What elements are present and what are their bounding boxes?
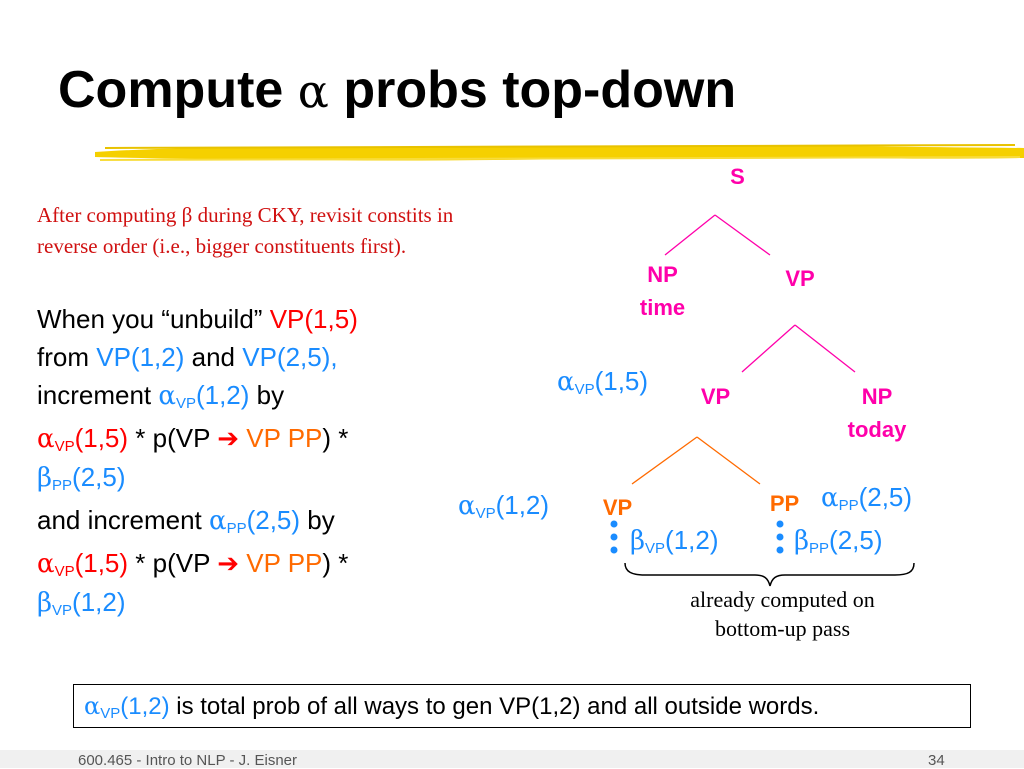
alpha-pp-25-label: αPP(2,5) — [821, 482, 913, 514]
slide-title: Compute α probs top-down — [58, 60, 736, 120]
node-pp-bottom: PP — [769, 491, 800, 516]
edge-vp-np — [794, 324, 856, 373]
footer-bar — [0, 750, 1024, 768]
bottom-up-note: already computed on bottom-up pass — [690, 587, 875, 641]
title-rest: probs top-down — [343, 61, 737, 119]
edge-vp-vp-child — [631, 436, 698, 485]
edge-s-np — [664, 214, 716, 256]
dot-marker — [776, 533, 784, 541]
title-alpha-symbol: α — [297, 64, 329, 118]
dot-marker — [776, 520, 784, 528]
curly-brace — [624, 562, 915, 587]
explanation-text: When you “unbuild” VP(1,5) from VP(1,2) … — [37, 304, 358, 619]
title-word-compute: Compute — [58, 61, 284, 119]
cky-note: After computing β during CKY, revisit co… — [37, 203, 454, 258]
beta-symbol: β — [181, 203, 193, 227]
title-underline-brush — [95, 144, 1024, 161]
node-vp-mid: VP — [700, 384, 731, 409]
alpha-vp-12-label: αVP(1,2) — [458, 490, 550, 522]
beta-pp-25-label: βPP(2,5) — [794, 525, 883, 557]
dot-marker — [610, 546, 618, 554]
page-number: 34 — [928, 752, 945, 769]
dot-marker — [610, 533, 618, 541]
dot-marker — [776, 546, 784, 554]
node-s: S — [730, 164, 745, 189]
node-vp-bottom: VP — [602, 495, 633, 520]
alpha-vp-15-label: αVP(1,5) — [557, 366, 649, 398]
footer-course: 600.465 - Intro to NLP - J. Eisner — [78, 752, 298, 769]
beta-vp-12-label: βVP(1,2) — [630, 525, 719, 557]
edge-s-vp — [714, 214, 771, 256]
node-vp-top: VP — [785, 266, 815, 291]
edge-vp-vp — [741, 324, 796, 373]
arrow-icon: ➔ — [217, 548, 239, 578]
arrow-icon: ➔ — [217, 423, 239, 453]
node-np-time: NP time — [639, 262, 686, 320]
node-np-today: NP today — [847, 384, 907, 442]
edge-vp-pp-child — [696, 436, 761, 485]
definition-box: αVP(1,2) is total prob of all ways to ge… — [73, 684, 971, 728]
